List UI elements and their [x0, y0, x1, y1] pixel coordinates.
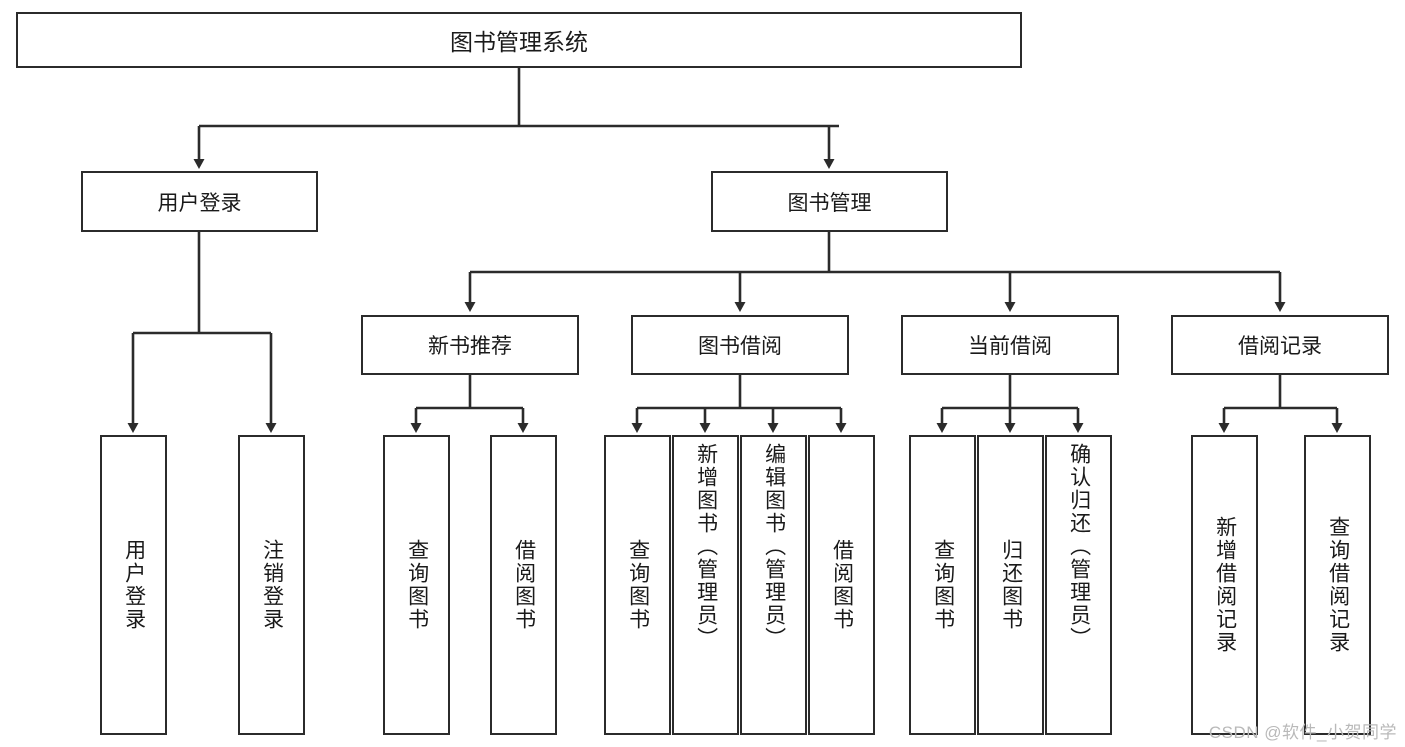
- node-current-borrow[interactable]: 当前借阅: [901, 315, 1119, 375]
- leaf-user-login[interactable]: 用户登录: [100, 435, 167, 735]
- leaf-return-book[interactable]: 归还图书: [977, 435, 1044, 735]
- node-user-login-label: 用户登录: [157, 191, 242, 215]
- node-book-borrow[interactable]: 图书借阅: [631, 315, 849, 375]
- leaf-user-login-label: 用户登录: [122, 539, 146, 631]
- node-book-management[interactable]: 图书管理: [711, 171, 948, 232]
- leaf-borrow-book-recommend[interactable]: 借阅图书: [490, 435, 557, 735]
- leaf-add-borrow-record[interactable]: 新增借阅记录: [1191, 435, 1258, 735]
- leaf-edit-book-admin-label: 编辑图书（管理员）: [762, 443, 786, 650]
- node-new-book-recommend[interactable]: 新书推荐: [361, 315, 579, 375]
- node-borrow-records-label: 借阅记录: [1238, 335, 1322, 358]
- leaf-logout-label: 注销登录: [260, 539, 284, 631]
- leaf-query-book-recommend[interactable]: 查询图书: [383, 435, 450, 735]
- leaf-add-borrow-record-label: 新增借阅记录: [1213, 516, 1237, 654]
- leaf-logout[interactable]: 注销登录: [238, 435, 305, 735]
- leaf-query-book-borrow[interactable]: 查询图书: [604, 435, 671, 735]
- leaf-add-book-admin[interactable]: 新增图书（管理员）: [672, 435, 739, 735]
- node-new-book-recommend-label: 新书推荐: [428, 335, 512, 358]
- node-borrow-records[interactable]: 借阅记录: [1171, 315, 1389, 375]
- leaf-query-book-recommend-label: 查询图书: [405, 539, 429, 631]
- node-current-borrow-label: 当前借阅: [968, 335, 1052, 358]
- leaf-borrow-book-recommend-label: 借阅图书: [512, 539, 536, 631]
- node-book-management-label: 图书管理: [787, 191, 872, 215]
- leaf-confirm-return-admin[interactable]: 确认归还（管理员）: [1045, 435, 1112, 735]
- leaf-query-borrow-record[interactable]: 查询借阅记录: [1304, 435, 1371, 735]
- leaf-add-book-admin-label: 新增图书（管理员）: [694, 443, 718, 650]
- leaf-borrow-book[interactable]: 借阅图书: [808, 435, 875, 735]
- node-book-borrow-label: 图书借阅: [698, 335, 782, 358]
- node-root-label: 图书管理系统: [450, 29, 588, 55]
- node-user-login[interactable]: 用户登录: [81, 171, 318, 232]
- leaf-query-book-borrow-label: 查询图书: [626, 539, 650, 631]
- leaf-query-book-current[interactable]: 查询图书: [909, 435, 976, 735]
- leaf-return-book-label: 归还图书: [999, 539, 1023, 631]
- leaf-query-book-current-label: 查询图书: [931, 539, 955, 631]
- node-root[interactable]: 图书管理系统: [16, 12, 1022, 68]
- leaf-query-borrow-record-label: 查询借阅记录: [1326, 516, 1350, 654]
- leaf-borrow-book-label: 借阅图书: [830, 539, 854, 631]
- leaf-edit-book-admin[interactable]: 编辑图书（管理员）: [740, 435, 807, 735]
- watermark: CSDN @软件_小贺同学: [1208, 723, 1397, 742]
- leaf-confirm-return-admin-label: 确认归还（管理员）: [1067, 443, 1091, 650]
